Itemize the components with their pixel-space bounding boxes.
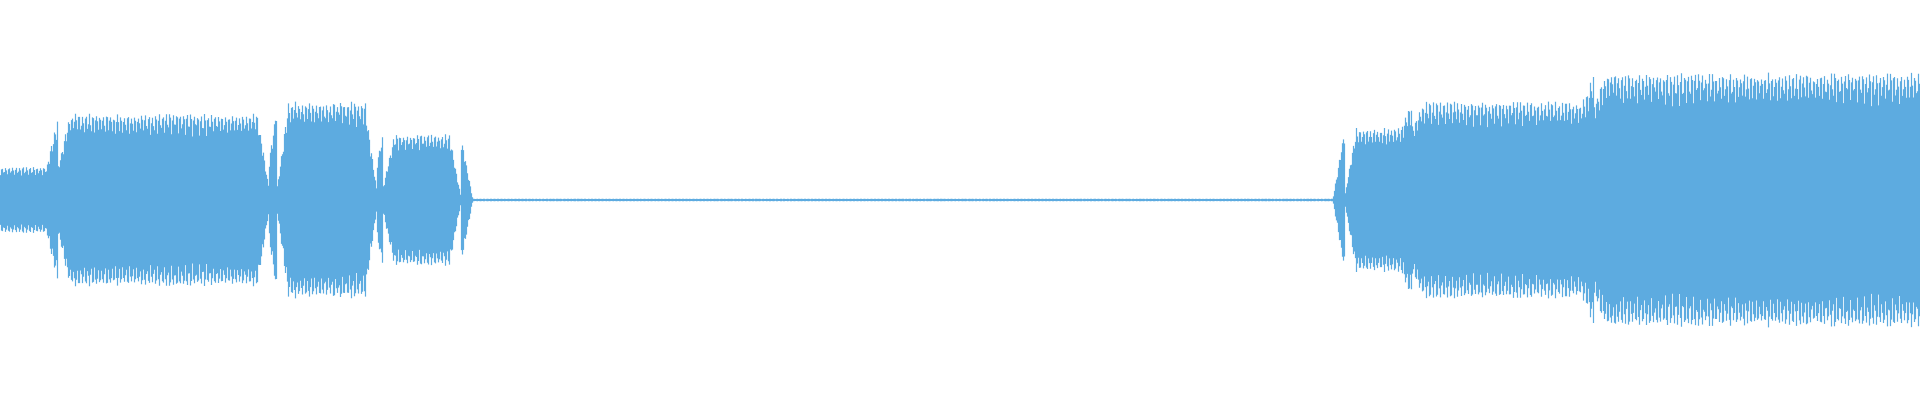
waveform-bars [0,72,1920,328]
waveform-path [0,72,1920,328]
